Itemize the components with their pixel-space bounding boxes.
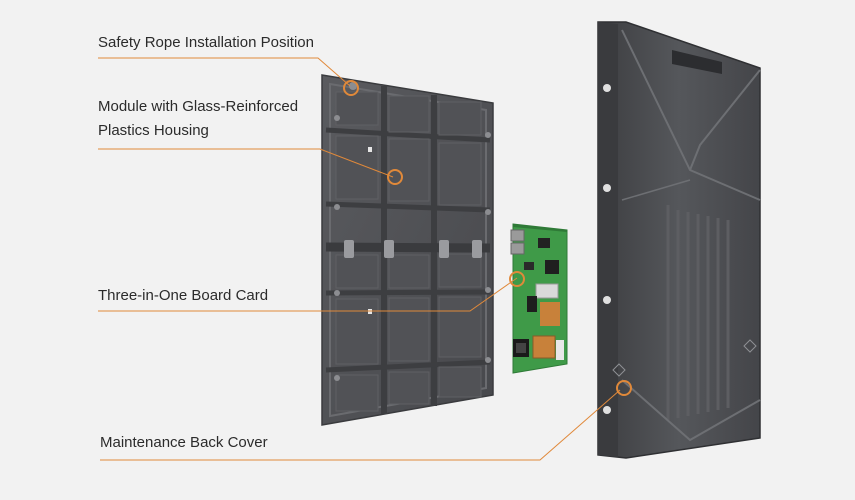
marker-back-cover xyxy=(616,380,632,396)
label-module-line2: Plastics Housing xyxy=(98,122,209,139)
board-card xyxy=(510,223,568,374)
leader-safety-rope xyxy=(98,57,351,87)
marker-module xyxy=(387,169,403,185)
marker-safety-rope xyxy=(343,80,359,96)
leader-lines xyxy=(98,57,621,461)
label-board-card: Three-in-One Board Card xyxy=(98,287,269,304)
back-cover xyxy=(597,21,761,459)
callout-markers xyxy=(343,80,632,396)
leader-module xyxy=(98,148,394,178)
label-back-cover: Maintenance Back Cover xyxy=(100,434,268,451)
leader-back-cover xyxy=(100,389,621,461)
leader-board xyxy=(98,277,518,312)
label-module-line1: Module with Glass-Reinforced xyxy=(98,98,299,115)
marker-board xyxy=(509,271,525,287)
label-safety-rope: Safety Rope Installation Position xyxy=(98,34,314,51)
label-module-housing: Module with Glass-Reinforced Plastics Ho… xyxy=(98,95,328,143)
module-panel xyxy=(321,74,494,426)
